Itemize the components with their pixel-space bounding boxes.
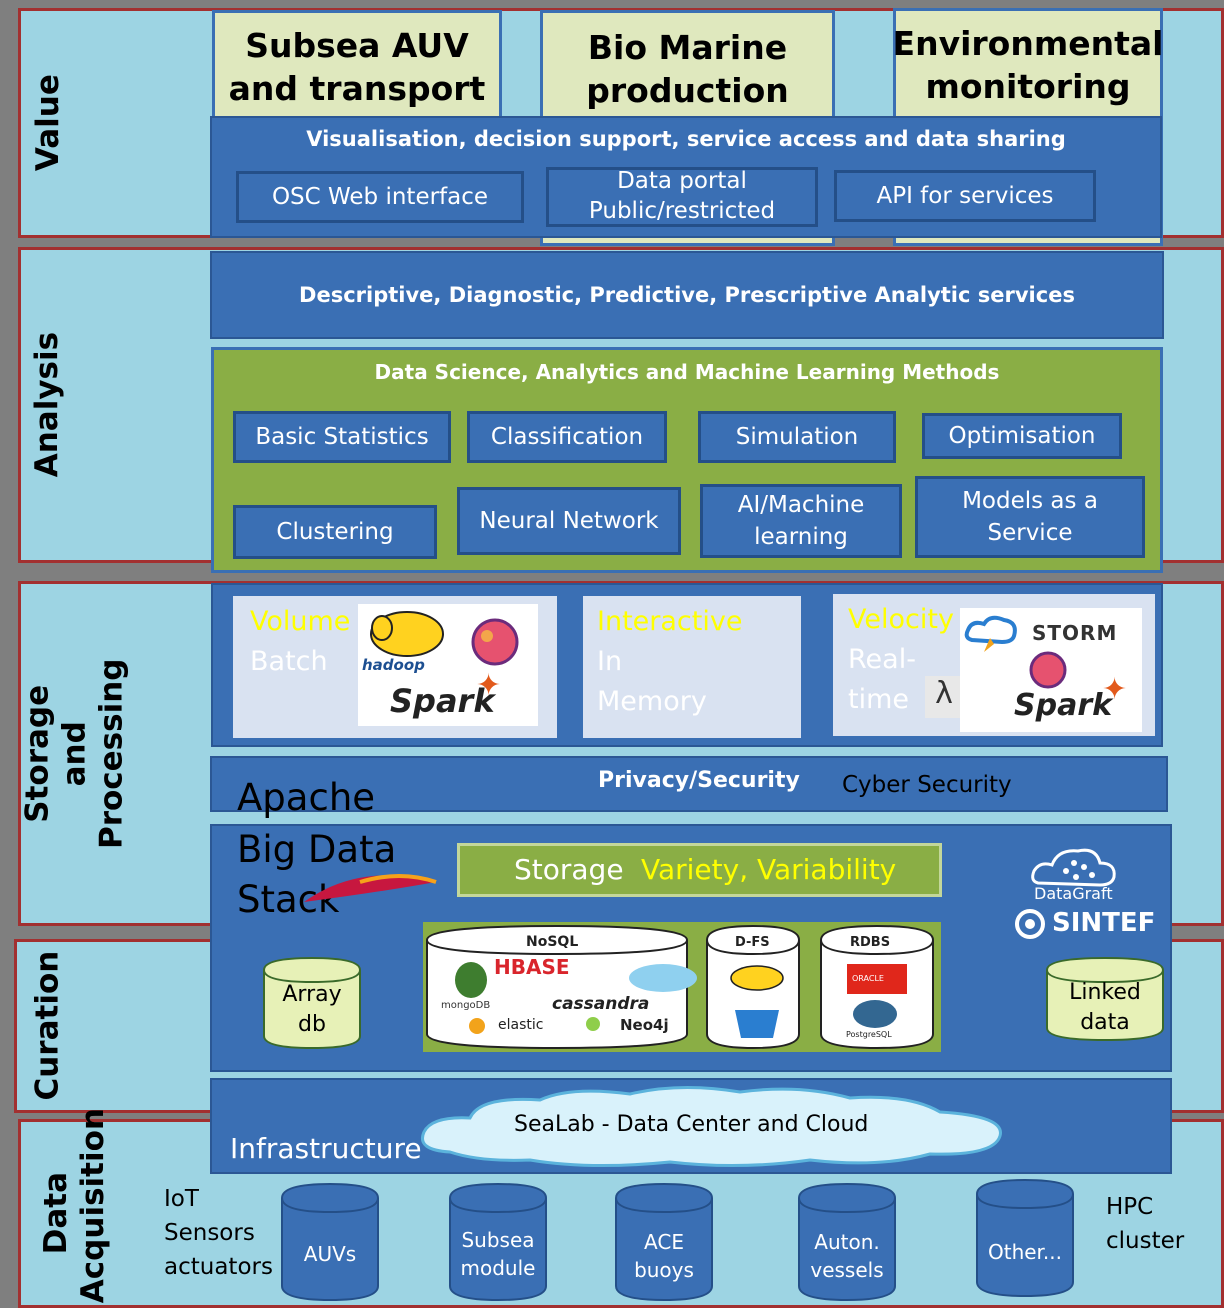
method-clustering: Clustering [233,505,437,559]
ace-buoys-cylinder [615,1182,713,1302]
security-bar [210,756,1168,812]
sealab-cloud-label: SeaLab - Data Center and Cloud [514,1112,869,1137]
method-ai-machine-learning: AI/Machine learning [700,484,902,558]
iot-label-3: actuators [164,1254,273,1280]
hpc-label-1: HPC [1106,1194,1154,1220]
subsea-module-cylinder [449,1182,547,1302]
apache-stack-line-2: Big Data [237,828,397,871]
flink-squirrel-icon [471,618,519,666]
api-for-services: API for services [834,170,1096,222]
array-db-drum [263,956,361,1050]
storage-label: Storage [514,853,624,886]
analytic-services-label: Descriptive, Diagnostic, Predictive, Pre… [299,283,1075,307]
value-box-subsea: Subsea AUV and transport [212,10,502,126]
privacy-security-label: Privacy/Security [598,768,800,793]
neo4j-logo: Neo4j [620,1016,669,1034]
variety-variability-label: Variety, Variability [641,853,897,886]
layer-label-analysis: Analysis [29,332,66,478]
hbase-logo: HBASE [494,955,570,979]
autonomous-vessels-label: Auton. vessels [810,1230,884,1282]
sintef-label: SINTEF [1052,908,1156,938]
infrastructure-label: Infrastructure [230,1132,422,1165]
realtime-label-2: time [848,684,910,715]
subsea-module-label: Subsea module [460,1228,536,1280]
autonomous-vessels-cylinder [798,1182,896,1302]
method-simulation: Simulation [698,411,896,463]
mongodb-logo: mongoDB [441,1000,491,1011]
spark-logo-2: Spark [1014,688,1113,723]
cyber-security-label: Cyber Security [842,772,1012,798]
method-classification: Classification [467,411,667,463]
nosql-label: NoSQL [526,934,579,950]
spark-logo: Spark [390,682,495,720]
interactive-memory-box [580,593,804,741]
data-portal: Data portal Public/restricted [546,167,818,227]
layer-label-value: Value [29,74,66,172]
iot-label-2: Sensors [164,1220,255,1246]
analytic-services-panel: Descriptive, Diagnostic, Predictive, Pre… [210,251,1164,339]
method-optimisation: Optimisation [922,413,1122,459]
iot-label-1: IoT [164,1186,199,1212]
array-db-label: Array db [282,982,342,1037]
datastore-cylinders [426,924,934,1050]
interactive-label: Interactive [597,606,743,637]
dfs-label: D-FS [735,935,770,950]
linked-data-label: Linked data [1069,980,1141,1035]
method-basic-statistics: Basic Statistics [233,411,451,463]
auvs-label: AUVs [303,1242,357,1266]
ace-buoys-label: ACE buoys [634,1230,694,1282]
cassandra-logo: cassandra [552,994,650,1014]
flink-squirrel-icon-2 [1029,651,1067,689]
datagraft-cloud-icon [1031,848,1116,887]
memory-label: Memory [597,686,707,717]
storm-cloud-icon [964,615,1017,652]
layer-label-acquisition: Data Acquisition [37,1108,111,1304]
linked-data-drum [1046,956,1164,1042]
layer-label-curation: Curation [29,951,66,1101]
lambda-box: λ [925,676,963,718]
hpc-label-2: cluster [1106,1228,1185,1254]
velocity-label: Velocity [848,604,954,635]
postgresql-logo: PostgreSQL [846,1030,892,1039]
methods-title: Data Science, Analytics and Machine Lear… [374,360,1000,384]
spark-star-icon: ✦ [476,668,502,703]
visualisation-title: Visualisation, decision support, service… [306,127,1066,151]
elastic-logo: elastic [498,1017,544,1033]
method-neural-network: Neural Network [457,487,681,555]
other-sources-cylinder [976,1178,1074,1298]
apache-stack-line-1: Apache [237,776,376,819]
cloud-icon [421,1085,1002,1168]
method-models-as-a-service: Models as a Service [915,476,1145,558]
sintef-logo-icon [1015,909,1045,939]
other-sources-label: Other... [987,1240,1063,1264]
spark-star-icon-2: ✦ [1102,672,1128,707]
realtime-label-1: Real- [848,644,916,675]
oracle-logo: ORACLE [852,974,884,983]
datagraft-label: DataGraft [1034,884,1113,903]
auvs-cylinder [281,1182,379,1302]
osc-web-interface: OSC Web interface [236,171,524,223]
volume-label: Volume [250,606,351,637]
hadoop-logo: hadoop [362,656,425,674]
apache-feather-icon [304,874,437,902]
in-label: In [597,646,623,677]
hadoop-elephant-icon [370,611,444,657]
storage-variety-bar [457,843,942,897]
layer-label-storage: Storage and Processing [19,658,130,849]
storm-logo: STORM [1032,621,1118,645]
rdbms-label: RDBS [850,935,891,950]
batch-label: Batch [250,646,328,677]
